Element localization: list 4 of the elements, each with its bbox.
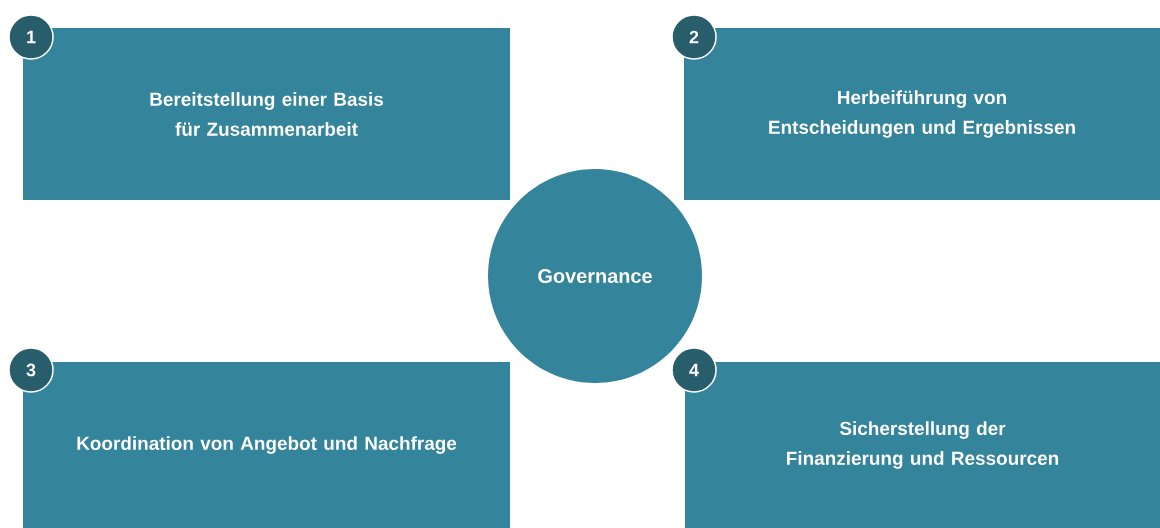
number-badge: 2	[671, 14, 717, 60]
number-badge: 1	[8, 14, 54, 60]
number-badge: 3	[8, 347, 54, 393]
number-badge: 4	[671, 347, 717, 393]
